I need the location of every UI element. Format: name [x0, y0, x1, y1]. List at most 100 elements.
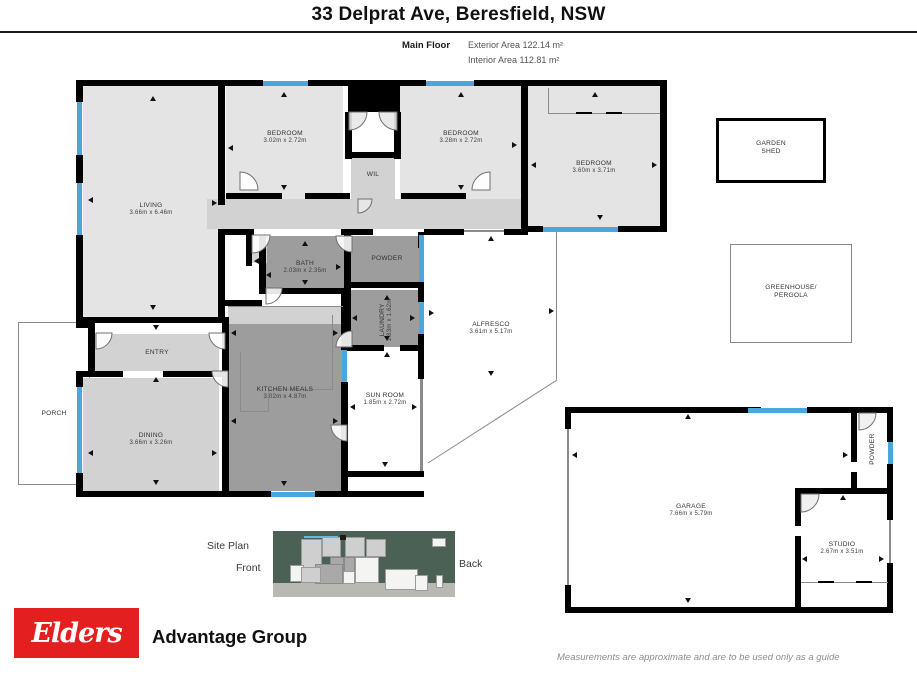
elders-logo[interactable]: Elders	[14, 608, 139, 658]
arrow-garage-dn	[685, 598, 691, 603]
room-label-kitchen: KITCHEN MEALS 3.02m x 4.87m	[256, 386, 314, 401]
arrow-kitchen-dn	[281, 481, 287, 486]
arrow-kitchen-rt2	[333, 418, 338, 424]
arrow-bed1-lf	[228, 145, 233, 151]
wall-sunroom-right	[418, 351, 424, 379]
arrow-dining-dn	[153, 480, 159, 485]
site-plan-thumbnail[interactable]	[273, 531, 455, 597]
arrow-bed1-up	[281, 92, 287, 97]
wall-top-bed1-a	[226, 80, 263, 86]
site-sunroom	[343, 571, 355, 584]
wall-studio-bottom	[795, 607, 893, 613]
site-bed2	[345, 537, 365, 557]
site-bed3	[366, 539, 386, 557]
wall-garage-bottom	[565, 607, 799, 613]
arrow-laundry-lf	[352, 315, 357, 321]
title-divider	[0, 31, 917, 33]
exterior-area-text: Exterior Area 122.14 m²	[468, 40, 564, 50]
arrow-studio-rt	[879, 556, 884, 562]
arrow-kitchen-rt	[333, 330, 338, 336]
wall-wil-top	[345, 152, 401, 158]
garage-door-left	[567, 429, 569, 585]
wall-top-bed3	[527, 80, 667, 86]
site-alfresco	[355, 557, 379, 583]
site-garage	[385, 569, 418, 590]
room-label-porch: PORCH	[41, 410, 67, 417]
wall-entry-top	[76, 322, 95, 328]
wall-laundry-right-b	[418, 334, 424, 351]
wall-garage-left-a	[565, 407, 571, 429]
arrow-garage-rt	[843, 452, 848, 458]
room-sunroom	[347, 355, 424, 473]
wall-wil-right	[394, 112, 401, 159]
arrow-entry-up	[153, 377, 159, 382]
room-label-bath: BATH 2.03m x 2.35m	[283, 260, 327, 275]
studio-window-right	[889, 520, 891, 563]
arrow-bed3-dn	[597, 215, 603, 220]
site-studio	[415, 575, 428, 591]
window-bed2-top	[426, 81, 474, 86]
wall-kitchen-left-a	[222, 317, 229, 371]
site-window-strip	[304, 536, 338, 538]
arrow-living-lf	[88, 197, 93, 203]
arrow-laundry-up	[384, 295, 390, 300]
arrow-dining-rt	[212, 450, 217, 456]
arrow-sunroom-lf	[350, 404, 355, 410]
site-center-block	[340, 535, 346, 540]
wall-dining-left-b	[76, 473, 83, 491]
room-label-bedroom-2: BEDROOM 3.28m x 2.72m	[439, 130, 483, 145]
arrow-alfresco-lf	[429, 310, 434, 316]
wall-studio-top	[795, 488, 855, 494]
arrow-bed2-up	[458, 92, 464, 97]
wall-hall-bottom-thin	[464, 230, 504, 232]
kitchen-bench-3	[268, 389, 269, 412]
site-plan-label: Site Plan	[207, 540, 250, 552]
site-garden-shed	[432, 538, 446, 547]
arrow-laundry-rt	[410, 315, 415, 321]
arrow-alfresco-up	[488, 236, 494, 241]
wall-bed3-bottom-b	[618, 226, 667, 232]
arrow-garage-lf	[572, 452, 577, 458]
hallway-stub	[207, 199, 221, 229]
wall-powder-bottom-g	[851, 488, 893, 494]
wall-bed3-right	[660, 80, 667, 232]
kitchen-bench-1	[332, 315, 333, 390]
alfresco-right-edge	[556, 230, 557, 380]
wall-garage-right-upper-b	[887, 464, 893, 492]
window-garage-top	[748, 408, 807, 413]
wall-bed1-bottom	[226, 193, 282, 199]
wall-top-living	[76, 80, 226, 86]
room-label-garage-powder: POWDER	[868, 433, 876, 465]
wall-bath-bottom	[259, 288, 351, 294]
page-title: 33 Delprat Ave, Beresfield, NSW	[311, 4, 606, 25]
outbuilding-garden-shed	[716, 118, 826, 183]
window-powder-right	[419, 248, 424, 282]
kitchen-bench-2	[268, 389, 333, 390]
wall-hall-bottom-a	[218, 229, 254, 235]
arrow-alfresco-rt	[549, 308, 554, 314]
arrow-entry-dn	[153, 325, 159, 330]
room-alfresco	[426, 230, 557, 380]
bedroom3-wardrobe-door-1	[576, 112, 592, 114]
wall-hall-bottom-c	[424, 229, 464, 235]
alfresco-diagonal	[427, 379, 558, 464]
arrow-sunroom-dn	[382, 462, 388, 467]
arrow-dining-lf	[88, 450, 93, 456]
elders-logo-text: Elders	[31, 617, 122, 649]
window-kitchen-bottom	[271, 492, 315, 497]
wall-hall-bottom-b	[341, 229, 373, 235]
label-greenhouse: GREENHOUSE/ PERGOLA	[765, 284, 817, 300]
outbuilding-greenhouse	[730, 244, 852, 343]
wall-wil-left	[345, 112, 352, 159]
wall-entry-bottom-a	[83, 371, 123, 377]
arrow-laundry-up2	[384, 352, 390, 357]
wall-left-living-c	[76, 235, 83, 323]
site-dining	[301, 567, 321, 583]
window-laundry-right	[419, 302, 424, 334]
arrow-bed3-lf	[531, 162, 536, 168]
bedroom3-wardrobe-h	[548, 113, 661, 114]
wall-powder-left-b	[851, 472, 857, 494]
wall-hall-bottom-d	[504, 229, 528, 235]
wall-laundry-bottom-b	[400, 345, 424, 351]
